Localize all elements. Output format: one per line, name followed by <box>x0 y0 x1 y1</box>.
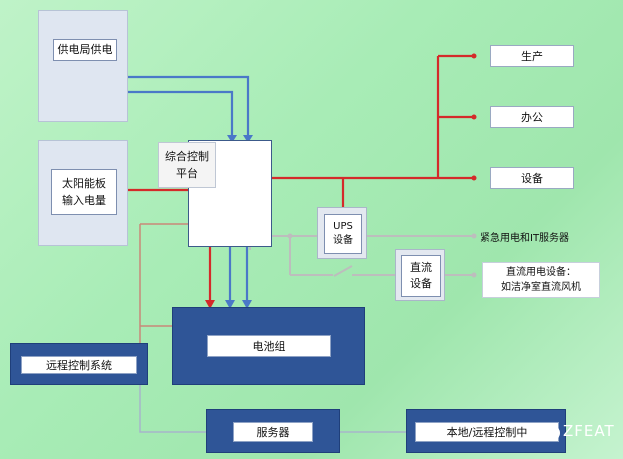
dc-label-line1: 直流 <box>410 260 432 274</box>
grid-supply-label: 供电局供电 <box>53 39 117 61</box>
muted-red-lines <box>139 223 193 345</box>
line-remote-to-server <box>139 380 206 433</box>
grid-supply-panel: 供电局供电 <box>38 10 128 122</box>
red-dots <box>471 53 477 181</box>
dc-label-line2: 设备 <box>410 277 432 290</box>
solar-input-label: 太阳能板 输入电量 <box>51 169 117 215</box>
control-center-panel: 本地/远程控制中 <box>406 409 566 453</box>
dc-equipment-label: 直流 设备 <box>401 255 441 297</box>
switch-blade <box>333 265 353 277</box>
blue-line-second <box>126 90 234 140</box>
blue-line-top <box>126 75 250 140</box>
gray-dots <box>287 233 477 278</box>
equipment-box: 设备 <box>490 167 574 189</box>
production-box: 生产 <box>490 45 574 67</box>
blue-lines <box>126 75 250 302</box>
solar-label-line2: 输入电量 <box>62 194 106 207</box>
dc-load-box: 直流用电设备： 如洁净室直流风机 <box>482 262 600 298</box>
ups-panel: UPS 设备 <box>317 207 367 259</box>
solar-label-line1: 太阳能板 <box>62 176 106 190</box>
ups-label: UPS 设备 <box>324 214 362 254</box>
solar-input-panel: 太阳能板 输入电量 <box>38 140 128 246</box>
bottom-connector-lines <box>139 380 406 433</box>
server-panel: 服务器 <box>206 409 340 453</box>
blue-arrowheads <box>225 135 253 309</box>
emergency-load-label: 紧急用电和IT服务器 <box>480 233 570 244</box>
control-label-line1: 综合控制 <box>165 149 209 163</box>
dc-equipment-panel: 直流 设备 <box>395 249 445 301</box>
control-platform-label: 综合控制 平台 <box>158 142 216 188</box>
watermark-logo-icon <box>546 426 560 440</box>
dc-load-line2: 如洁净室直流风机 <box>501 282 581 293</box>
red-power-lines <box>126 54 474 302</box>
office-box: 办公 <box>490 106 574 128</box>
remote-control-panel: 远程控制系统 <box>10 343 148 385</box>
control-center-label: 本地/远程控制中 <box>415 422 559 442</box>
dc-load-line1: 直流用电设备： <box>506 267 576 278</box>
server-label: 服务器 <box>233 422 313 442</box>
battery-panel: 电池组 <box>172 307 365 385</box>
battery-label: 电池组 <box>207 335 331 357</box>
ups-label-line2: 设备 <box>333 235 353 246</box>
watermark-text: ZFEAT <box>563 422 615 440</box>
control-label-line2: 平台 <box>176 167 198 180</box>
red-arrowhead <box>205 300 215 309</box>
remote-control-label: 远程控制系统 <box>21 356 137 374</box>
ups-label-line1: UPS <box>333 221 353 232</box>
